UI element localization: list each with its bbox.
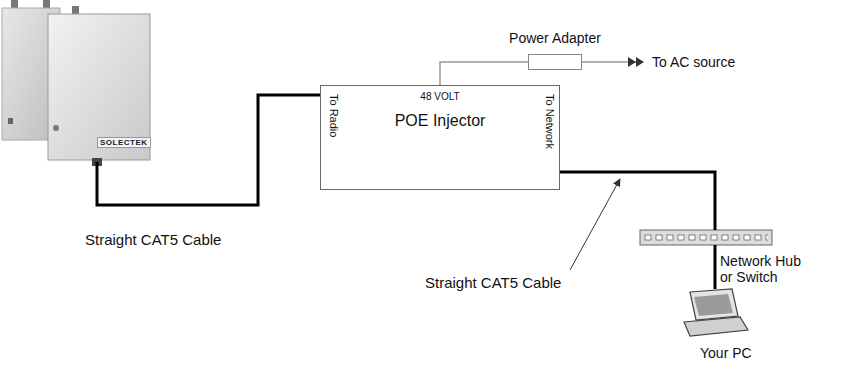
network-hub: Network Hub or Switch [640,230,772,245]
cable-connector [440,62,528,85]
cable-connector [560,172,715,230]
laptop-display [694,294,733,316]
box-heading: Power Adapter [509,30,601,46]
source-label: To AC source [652,54,735,70]
radio-led [8,118,13,124]
radio-unit: SOLECTEK [0,0,150,162]
poe-injector: 48 VOLT POE Injector To Radio To Network [320,85,560,190]
leader-line [570,179,620,270]
hub-ports [644,234,768,242]
pc-laptop: Your PC [684,289,748,336]
port-label: To Radio [327,94,340,137]
arrow-head [628,57,636,67]
cable-label: Straight CAT5 Cable [425,274,561,291]
laptop-illustration [684,289,748,336]
radio-illustration [2,0,150,166]
radio-screw [53,125,59,131]
device-label: Network Hub or Switch [720,253,812,285]
brand-label: SOLECTEK [97,137,151,148]
ac-arrow [582,57,644,67]
cable-label: Straight CAT5 Cable [85,231,221,248]
hub-body [640,230,772,245]
voltage-label: 48 VOLT [420,91,459,103]
port-label: To Network [543,94,556,149]
laptop-base [684,317,748,336]
laptop-screen [690,289,738,320]
cable-connector [714,245,717,289]
power-adapter: Power Adapter [528,54,582,70]
cable-connector [97,95,320,205]
hub-illustration [640,230,772,245]
arrow-head [636,57,644,67]
device-label: Your PC [700,345,752,361]
box-title: POE Injector [395,112,486,130]
radio-front-panel [48,14,150,160]
